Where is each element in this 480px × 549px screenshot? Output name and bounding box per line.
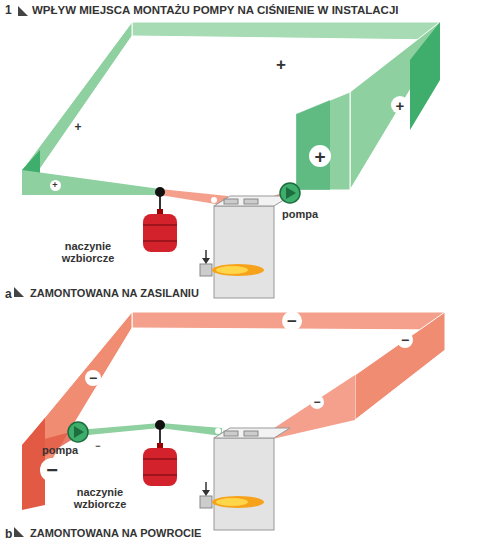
- pressure-sign: +: [71, 120, 85, 134]
- pump: [68, 422, 88, 442]
- pressure-sign: −: [93, 441, 104, 452]
- expansion-vessel: [143, 443, 177, 486]
- pressure-sign: −: [310, 395, 324, 409]
- part-label: pompa: [30, 444, 90, 456]
- panel-caption: ZAMONTOWANA NA ZASILANIU: [30, 287, 199, 299]
- pressure-sign: −: [397, 332, 413, 348]
- diagram-title: WPŁYW MIEJSCA MONTAŻU POMPY NA CIŚNIENIE…: [32, 4, 399, 16]
- figure-letter: a: [5, 287, 12, 301]
- pressure-sign: +: [391, 96, 409, 114]
- boiler: [200, 428, 290, 530]
- pressure-sign: −: [282, 311, 302, 331]
- marker-triangle: [14, 527, 24, 537]
- part-label: naczynie wzbiorcze: [60, 486, 140, 510]
- pressure-sign: +: [309, 145, 331, 167]
- pipe-loop-supply: [22, 22, 440, 212]
- figure-letter: 1: [5, 3, 12, 17]
- pressure-sign: −: [40, 458, 64, 482]
- figure-letter: b: [5, 527, 12, 541]
- marker-triangle: [14, 287, 24, 297]
- pressure-sign: −: [85, 370, 101, 386]
- expansion-vessel: [143, 209, 177, 252]
- pressure-sign: +: [271, 54, 291, 74]
- boiler: [200, 196, 290, 298]
- pressure-sign: +: [50, 180, 61, 191]
- part-label: naczynie wzbiorcze: [48, 240, 128, 264]
- pump: [280, 183, 300, 203]
- panel-caption: ZAMONTOWANA NA POWROCIE: [30, 527, 201, 539]
- part-label: pompa: [270, 208, 330, 220]
- marker-triangle: [18, 6, 28, 16]
